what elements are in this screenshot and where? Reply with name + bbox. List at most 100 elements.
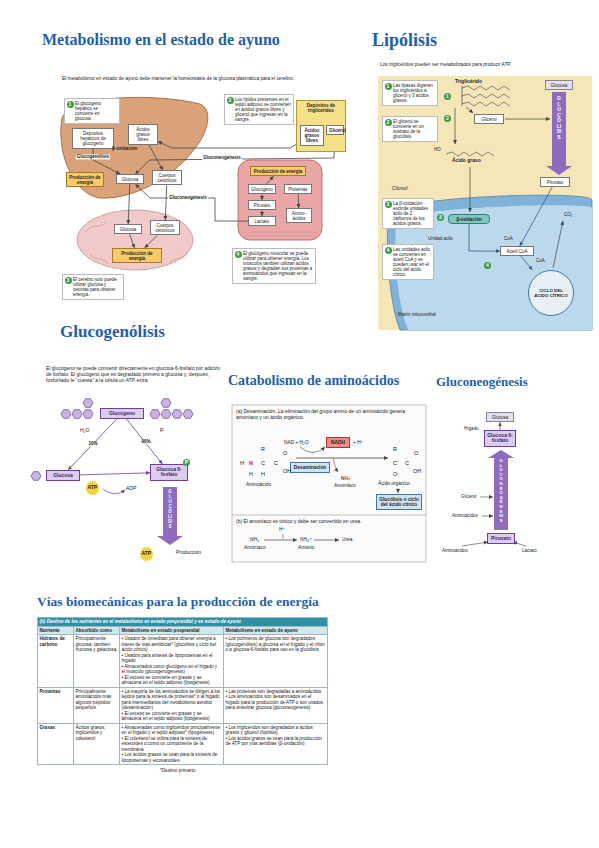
callout-number: 4 <box>385 247 392 254</box>
column-header: Metabolismo en estado de ayuno <box>226 628 326 634</box>
node-text: Piruvato <box>543 180 567 185</box>
text-label: Hígado <box>464 426 479 431</box>
illustration-part <box>546 92 572 175</box>
text-label: CO₂ <box>564 212 573 217</box>
node-text: CICLO DEL ÁCIDO CÍTRICO <box>533 288 569 298</box>
energy-box: Producción de energía <box>112 248 162 263</box>
node-text: Glucosa 6-fosfato <box>487 433 513 445</box>
column-header: Metabolismo en estado posprandial <box>122 628 222 634</box>
illustration-part <box>61 410 71 419</box>
process-box: Glucosa <box>114 224 142 234</box>
illustration-part <box>103 489 125 494</box>
process-box: Acetil CoA <box>500 246 534 256</box>
callout-number: 3 <box>385 201 392 208</box>
text-label: (b) El amoníaco es tóxico y debe ser con… <box>236 519 422 525</box>
text-label: R <box>261 446 265 452</box>
edge-label: Glucogenólisis <box>76 154 110 159</box>
callout-number: 2 <box>385 119 392 126</box>
node-text: Ácidos grasos libres <box>303 128 321 144</box>
chem-label: NH₃ <box>341 476 350 482</box>
illustration-part <box>161 410 171 419</box>
node-text: Glucosa <box>489 415 511 420</box>
table-cell: Hidratos de carbono <box>38 635 74 688</box>
table-cell-text: Hidratos de carbono <box>40 636 72 647</box>
illustration-part <box>462 102 510 106</box>
callout-number: 4 <box>235 251 242 258</box>
process-box: Glicerol <box>326 125 344 135</box>
process-box: Proteínas <box>284 184 312 194</box>
table-body: (b) Destino de los nutrientes en el meta… <box>38 618 328 765</box>
table-caption: (b) Destino de los nutrientes en el meta… <box>40 619 326 625</box>
table-cell: Principalmente glucosa; también fructosa… <box>74 635 120 688</box>
table-row: ProteínasPrincipalmente aminoácidos más … <box>38 687 328 723</box>
process-box: Glucosa <box>116 174 144 184</box>
text-label: C <box>261 460 265 466</box>
node-text: El glicerol se convierte en un sustrato … <box>393 119 436 140</box>
node-text: El cerebro solo puede utilizar glucosa y… <box>73 277 122 298</box>
table-cell-text: • Almacenadas como triglicéridos princip… <box>122 725 222 736</box>
table-cell: • La mayoría de los aminoácidos se dirig… <box>120 687 224 723</box>
node-text: Glucógeno <box>103 411 141 417</box>
illustration-part <box>83 410 93 419</box>
node-text: Glucosa <box>117 227 139 232</box>
illustration-part <box>462 94 510 98</box>
illustration-part <box>300 447 325 453</box>
table-cell: Grasas <box>38 723 74 765</box>
callout-number: 1 <box>67 101 74 108</box>
table-header-cell: Nutriente <box>38 626 74 635</box>
text-label: Amonio <box>298 545 314 551</box>
process-box: Piruvato <box>248 200 276 210</box>
text-label: Ácido orgánico <box>378 481 410 487</box>
illustration-part <box>462 86 510 90</box>
node-text: Piruvato <box>251 203 273 208</box>
arrow-connector <box>68 419 117 470</box>
process-box: Ácidos grasos libres <box>128 124 158 145</box>
node-text: El glucógeno muscular se puede utilizar … <box>243 251 314 282</box>
text-label: O <box>393 471 397 477</box>
edge-label: Gluconeogénesis <box>168 195 208 200</box>
text-label: C <box>393 460 397 466</box>
text-label: Glicerol <box>461 494 476 499</box>
node-text: Piruvato <box>490 536 512 542</box>
vertical-label: GLUCÓLISIS <box>168 490 173 530</box>
text-label: Urea <box>342 537 352 543</box>
callout-box: 1El glucógeno hepático se convierte en g… <box>64 98 120 124</box>
illustration-part <box>72 410 82 419</box>
node-text: Depósitos de triglicéridos <box>299 103 343 113</box>
table-header-row: NutrienteAbsorbido comoMetabolismo en es… <box>38 626 328 635</box>
illustration-part <box>480 497 493 498</box>
text-label: O <box>414 450 418 456</box>
callout-box: 4El glucógeno muscular se puede utilizar… <box>232 248 316 284</box>
cycle-circle: CICLO DEL ÁCIDO CÍTRICO <box>528 270 574 316</box>
illustration-part <box>466 107 473 113</box>
node-text: NADH <box>329 440 347 446</box>
node-text: Producción de energía <box>69 175 101 185</box>
arrow-connector <box>145 235 158 248</box>
process-box: Cuerpos cetónicos <box>152 170 182 185</box>
node-text: Los lípidos presentes en el tejido adipo… <box>235 97 292 123</box>
table-header-cell: Absorbido como <box>74 626 120 635</box>
edge-label: Gluconeogénesis <box>202 155 242 160</box>
arrow-connector <box>128 184 130 224</box>
illustration-part <box>462 542 488 546</box>
text-label: NH₃ <box>250 537 259 543</box>
glucose-box: Glucosa <box>545 80 573 90</box>
table-cell-text: • Usados para síntesis de lipoproteínas … <box>122 653 222 664</box>
arrow-connector <box>469 224 500 251</box>
node-text: Las lipasas digieren los triglicéridos a… <box>393 83 436 104</box>
tissue-box: Depósitos de triglicéridosÁcidos grasos … <box>296 100 346 152</box>
text-label: Producción <box>176 550 201 556</box>
table-cell-text: • Las proteínas son degradadas a aminoác… <box>226 689 326 695</box>
node-text: Las unidades acilo se convierten en acet… <box>393 247 432 278</box>
nutrient-table: (b) Destino de los nutrientes en el meta… <box>37 617 328 765</box>
table-cell-text: Ácidos grasos, triglicéridos y colestero… <box>76 725 118 742</box>
beta-oxidation-box: β-oxidación <box>448 214 490 224</box>
process-box: Glucógeno <box>248 184 276 194</box>
edge-label: 90% <box>140 439 151 444</box>
illustration-part <box>150 410 160 419</box>
arrow-connector <box>267 176 274 184</box>
callout-number: 2 <box>227 97 234 104</box>
text-label: ADP <box>126 486 136 492</box>
glucose-box: Glucosa <box>486 412 514 422</box>
illustration-part <box>553 221 563 268</box>
